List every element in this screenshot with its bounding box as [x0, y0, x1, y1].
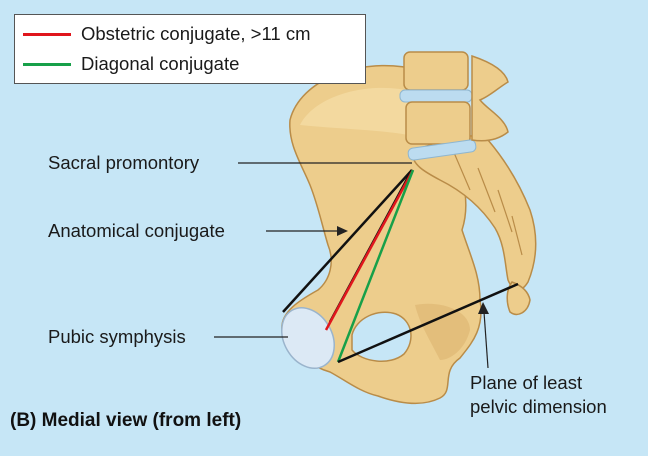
label-plane-line2: pelvic dimension [470, 396, 607, 417]
label-anatomical-conjugate: Anatomical conjugate [48, 220, 225, 241]
label-sacral-promontory: Sacral promontory [48, 152, 200, 173]
legend: Obstetric conjugate, >11 cm Diagonal con… [14, 14, 366, 84]
obstetric-conjugate-line [324, 169, 415, 331]
disc-l4-l5 [399, 89, 473, 103]
ischium-shade [415, 303, 470, 360]
legend-swatch-red [23, 32, 71, 36]
arrowhead-plane [478, 302, 489, 314]
sacral-segments [451, 147, 523, 256]
coccyx [506, 281, 531, 316]
vertebra-l5 [405, 101, 471, 145]
leader-plane [483, 311, 489, 369]
diagonal-conjugate-line [336, 169, 415, 363]
label-plane-line1: Plane of least [470, 372, 583, 393]
arrowhead-anatomical [337, 226, 348, 236]
plane-least-dimension-line [337, 282, 519, 364]
posterior-elements [471, 54, 509, 142]
vertebra-l4 [403, 51, 469, 91]
legend-item-diagonal: Diagonal conjugate [15, 51, 239, 77]
legend-swatch-green [23, 62, 71, 66]
figure-caption: (B) Medial view (from left) [10, 410, 242, 431]
label-pubic-symphysis: Pubic symphysis [48, 326, 186, 347]
anatomical-conjugate-line [282, 169, 413, 313]
ilium-shade [300, 87, 432, 140]
legend-label: Obstetric conjugate, >11 cm [81, 23, 311, 44]
disc-l5-s1 [407, 139, 477, 161]
legend-item-obstetric: Obstetric conjugate, >11 cm [15, 21, 310, 47]
legend-label: Diagonal conjugate [81, 53, 240, 74]
